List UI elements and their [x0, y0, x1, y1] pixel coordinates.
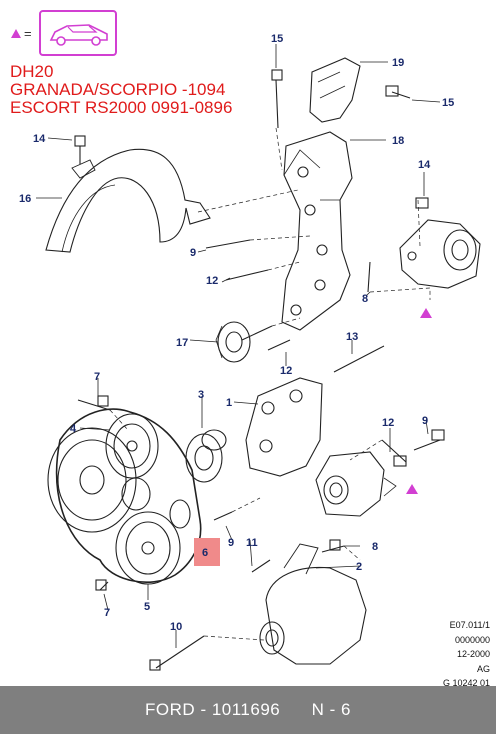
- footer-gap: [280, 700, 311, 720]
- footer-brand: FORD: [145, 700, 196, 719]
- callout-label: 9: [228, 537, 234, 549]
- callout-label: 12: [206, 275, 218, 287]
- callout-label: 6: [202, 547, 208, 559]
- callout-label: 14: [418, 159, 431, 171]
- footer-position: N - 6: [311, 700, 351, 719]
- ref-code: E07.011/1: [449, 620, 490, 630]
- callout-label: 8: [362, 293, 368, 305]
- legend-equals: =: [24, 26, 32, 41]
- callout-label: 3: [198, 389, 204, 401]
- title-line: DH20: [10, 62, 54, 81]
- belt-cover-part: [45, 148, 211, 253]
- lower-bracket-part: [245, 377, 323, 477]
- ref-code: 0000000: [454, 634, 490, 645]
- footer-part-number: 1011696: [211, 700, 281, 719]
- callout-label: 15: [442, 97, 454, 109]
- footer-bar: FORD - 1011696 N - 6: [0, 686, 496, 734]
- legend-vehicle-box: [39, 10, 117, 56]
- callout-label: 7: [104, 607, 110, 619]
- callout-label: 10: [170, 621, 182, 633]
- ref-code: AG: [476, 663, 490, 674]
- main-bracket-part: [281, 131, 353, 331]
- callout-label: 12: [280, 365, 292, 377]
- vehicle-variant-marker-upper-icon: [420, 308, 432, 318]
- steering-pump-upper-part: [399, 219, 481, 289]
- legend-triangle-icon: [11, 29, 21, 38]
- sedan-car-icon: [49, 24, 108, 46]
- callout-label: 15: [271, 33, 283, 45]
- water-pump-pulley-part: [105, 413, 159, 479]
- upper-bracket-part: [309, 57, 361, 123]
- callout-label: 7: [94, 371, 100, 383]
- tensioner-pulley-part: [185, 433, 223, 483]
- callout-label: 2: [356, 561, 362, 573]
- callout-label: 17: [176, 337, 188, 349]
- steering-pump-lower-part: [315, 451, 385, 517]
- ref-code: 12-2000: [456, 649, 490, 659]
- idler-pulley-part: [217, 321, 251, 363]
- callout-label: 5: [144, 601, 150, 613]
- callout-label: 14: [33, 133, 46, 145]
- callout-label: 13: [346, 331, 358, 343]
- crank-pulley-part: [47, 427, 137, 533]
- drive-belt-part: [55, 408, 202, 583]
- reference-codes: E07.011/1 0000000 12-2000 AG G 10242 01: [443, 618, 490, 691]
- ref-code: G 10242 01: [442, 678, 490, 688]
- callout-label: 12: [382, 417, 394, 429]
- exploded-parts-diagram: =: [11, 26, 481, 671]
- callout-label: 11: [246, 537, 258, 549]
- callout-label: 18: [392, 135, 404, 147]
- highlighted-part-marker: [194, 538, 220, 566]
- callout-label: 16: [19, 193, 31, 205]
- callout-label: 8: [372, 541, 378, 553]
- footer-separator: -: [195, 700, 212, 719]
- vehicle-variant-marker-lower-icon: [406, 484, 418, 494]
- callout-label: 9: [422, 415, 428, 427]
- title-line: ESCORT RS2000 0991-0896: [10, 98, 233, 117]
- callout-label: 1: [226, 397, 232, 409]
- callout-label: 4: [70, 423, 77, 435]
- callout-label: 19: [392, 57, 404, 69]
- callout-label: 9: [190, 247, 196, 259]
- title-line: GRANADA/SCORPIO -1094: [10, 80, 226, 99]
